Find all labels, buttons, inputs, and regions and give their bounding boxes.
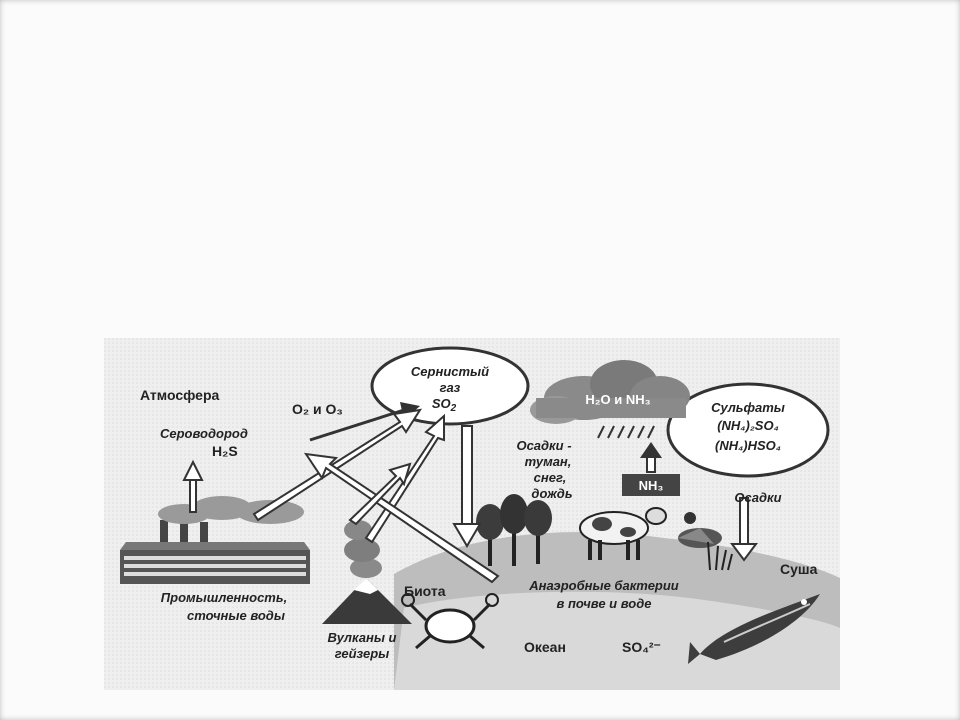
- volcano-line1: Вулканы и: [327, 630, 396, 645]
- atmosphere-label: Атмосфера: [140, 387, 220, 403]
- bacteria-line1: Анаэробные бактерии: [528, 578, 679, 593]
- sulfate-2: (NH₄)HSO₄: [715, 438, 781, 453]
- sulfates-title: Сульфаты: [711, 400, 785, 415]
- arrow-volcano-to-so2: [364, 413, 445, 544]
- trees-icon: [476, 494, 552, 566]
- land-label: Суша: [780, 561, 818, 577]
- arrow-sulfates-to-land: [730, 497, 758, 562]
- volcano-line2: гейзеры: [335, 646, 390, 661]
- sulfates-node: [666, 382, 830, 478]
- sulfur-cycle-diagram: Атмосфера Сернистый газ SO2 O₂ и O₃ Серо…: [104, 338, 840, 690]
- rain-icon: [597, 425, 655, 439]
- ocean-region: [394, 591, 840, 690]
- sulfate-ion-label: SO₄²⁻: [622, 639, 661, 655]
- duck-icon: [678, 512, 722, 548]
- cloud-icon: [530, 360, 690, 424]
- arrow-so2-to-land: [452, 425, 482, 548]
- arrow-nh3-up: [640, 442, 662, 473]
- cow-icon: [579, 507, 667, 560]
- so2-label-line2: газ: [440, 380, 461, 395]
- precip-line4: дождь: [531, 486, 572, 501]
- sulfate-1: (NH₄)₂SO₄: [717, 418, 779, 433]
- arrow-bacteria-to-so2: [303, 452, 500, 584]
- factory-icon: [120, 516, 310, 584]
- nh3-box-label: NH₃: [639, 478, 664, 493]
- volcano-icon: [322, 520, 412, 624]
- bacteria-line2: в почве и воде: [557, 596, 652, 611]
- cloud-label: H₂O и NH₃: [585, 392, 650, 407]
- precip-line3: снег,: [534, 470, 567, 485]
- fish-icon: [688, 594, 820, 664]
- arrow-smoke-to-so2: [252, 408, 423, 522]
- h2s-label-line1: Сероводород: [160, 426, 248, 441]
- crab-icon: [401, 593, 499, 650]
- nh3-box: [622, 474, 680, 496]
- h2s-label-line2: H₂S: [212, 443, 238, 459]
- arrow-industry-to-h2s: [182, 459, 204, 513]
- so2-label-line1: Сернистый: [411, 364, 489, 379]
- precip-line1: Осадки -: [516, 438, 571, 453]
- so2-label-line3: SO2: [432, 396, 457, 414]
- biota-label: Биота: [404, 583, 446, 599]
- oxidants-label: O₂ и O₃: [292, 401, 343, 417]
- arrow-volcano-to-so2-b: [348, 462, 412, 526]
- ocean-label: Океан: [524, 639, 566, 655]
- precip-land-label: Осадки: [734, 490, 781, 505]
- industry-line1: Промышленность,: [161, 590, 287, 605]
- precip-line2: туман,: [525, 454, 572, 469]
- reeds-icon: [707, 541, 733, 571]
- industry-line2: сточные воды: [187, 608, 285, 623]
